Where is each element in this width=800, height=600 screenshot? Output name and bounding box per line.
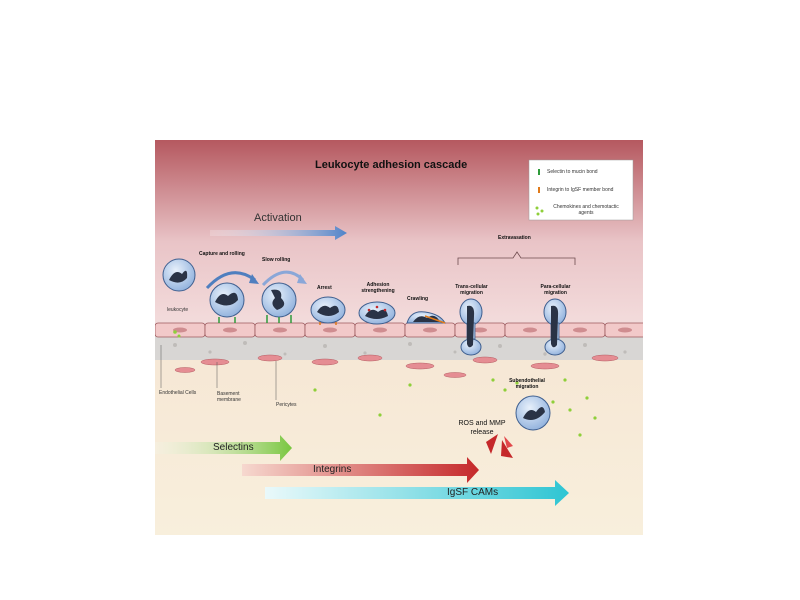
stage-crawling: Crawling [407, 296, 428, 302]
legend-integrin: Integrin to IgSF member bond [547, 187, 613, 193]
stage-arrest: Arrest [317, 285, 332, 291]
legend-chemokines: Chemokines and chemotactic agents [551, 204, 621, 216]
basement-membrane [155, 336, 643, 360]
leukocyte-slow-rolling [262, 283, 296, 323]
leukocyte-adhesion-diagram: Leukocyte adhesion cascade Activation Se… [155, 140, 643, 535]
leukocyte-free [163, 259, 195, 291]
integrins-label: Integrins [313, 464, 351, 475]
ros-mmp-label: ROS and MMP release [452, 419, 512, 437]
stage-trans-cellular: Trans-cellular migration [449, 284, 494, 296]
activation-label: Activation [254, 212, 302, 224]
leukocyte-subendothelial [516, 396, 550, 430]
label-leukocyte: leukocyte [167, 307, 188, 313]
stage-subendothelial: Subendothelial migration [503, 378, 551, 390]
selectins-label: Selectins [213, 442, 254, 453]
legend-selectin: Selectin to mucin bond [547, 169, 598, 175]
stage-para-cellular: Para-cellular migration [533, 284, 578, 296]
stage-adhesion-strengthening: Adhesion strengthening [353, 282, 403, 294]
label-endothelial-cells: Endothelial Cells [159, 390, 196, 396]
leukocyte-strengthening [359, 302, 395, 324]
stage-capture-rolling: Capture and rolling [199, 251, 245, 257]
stage-extravasation: Extravasation [498, 235, 531, 241]
stage-slow-rolling: Slow rolling [262, 257, 290, 263]
igsf-cams-label: IgSF CAMs [447, 487, 498, 498]
diagram-title: Leukocyte adhesion cascade [315, 159, 467, 171]
label-basement-membrane: Basement membrane [217, 391, 255, 403]
diagram-graphics [155, 140, 643, 535]
label-pericytes: Pericytes [276, 402, 297, 408]
